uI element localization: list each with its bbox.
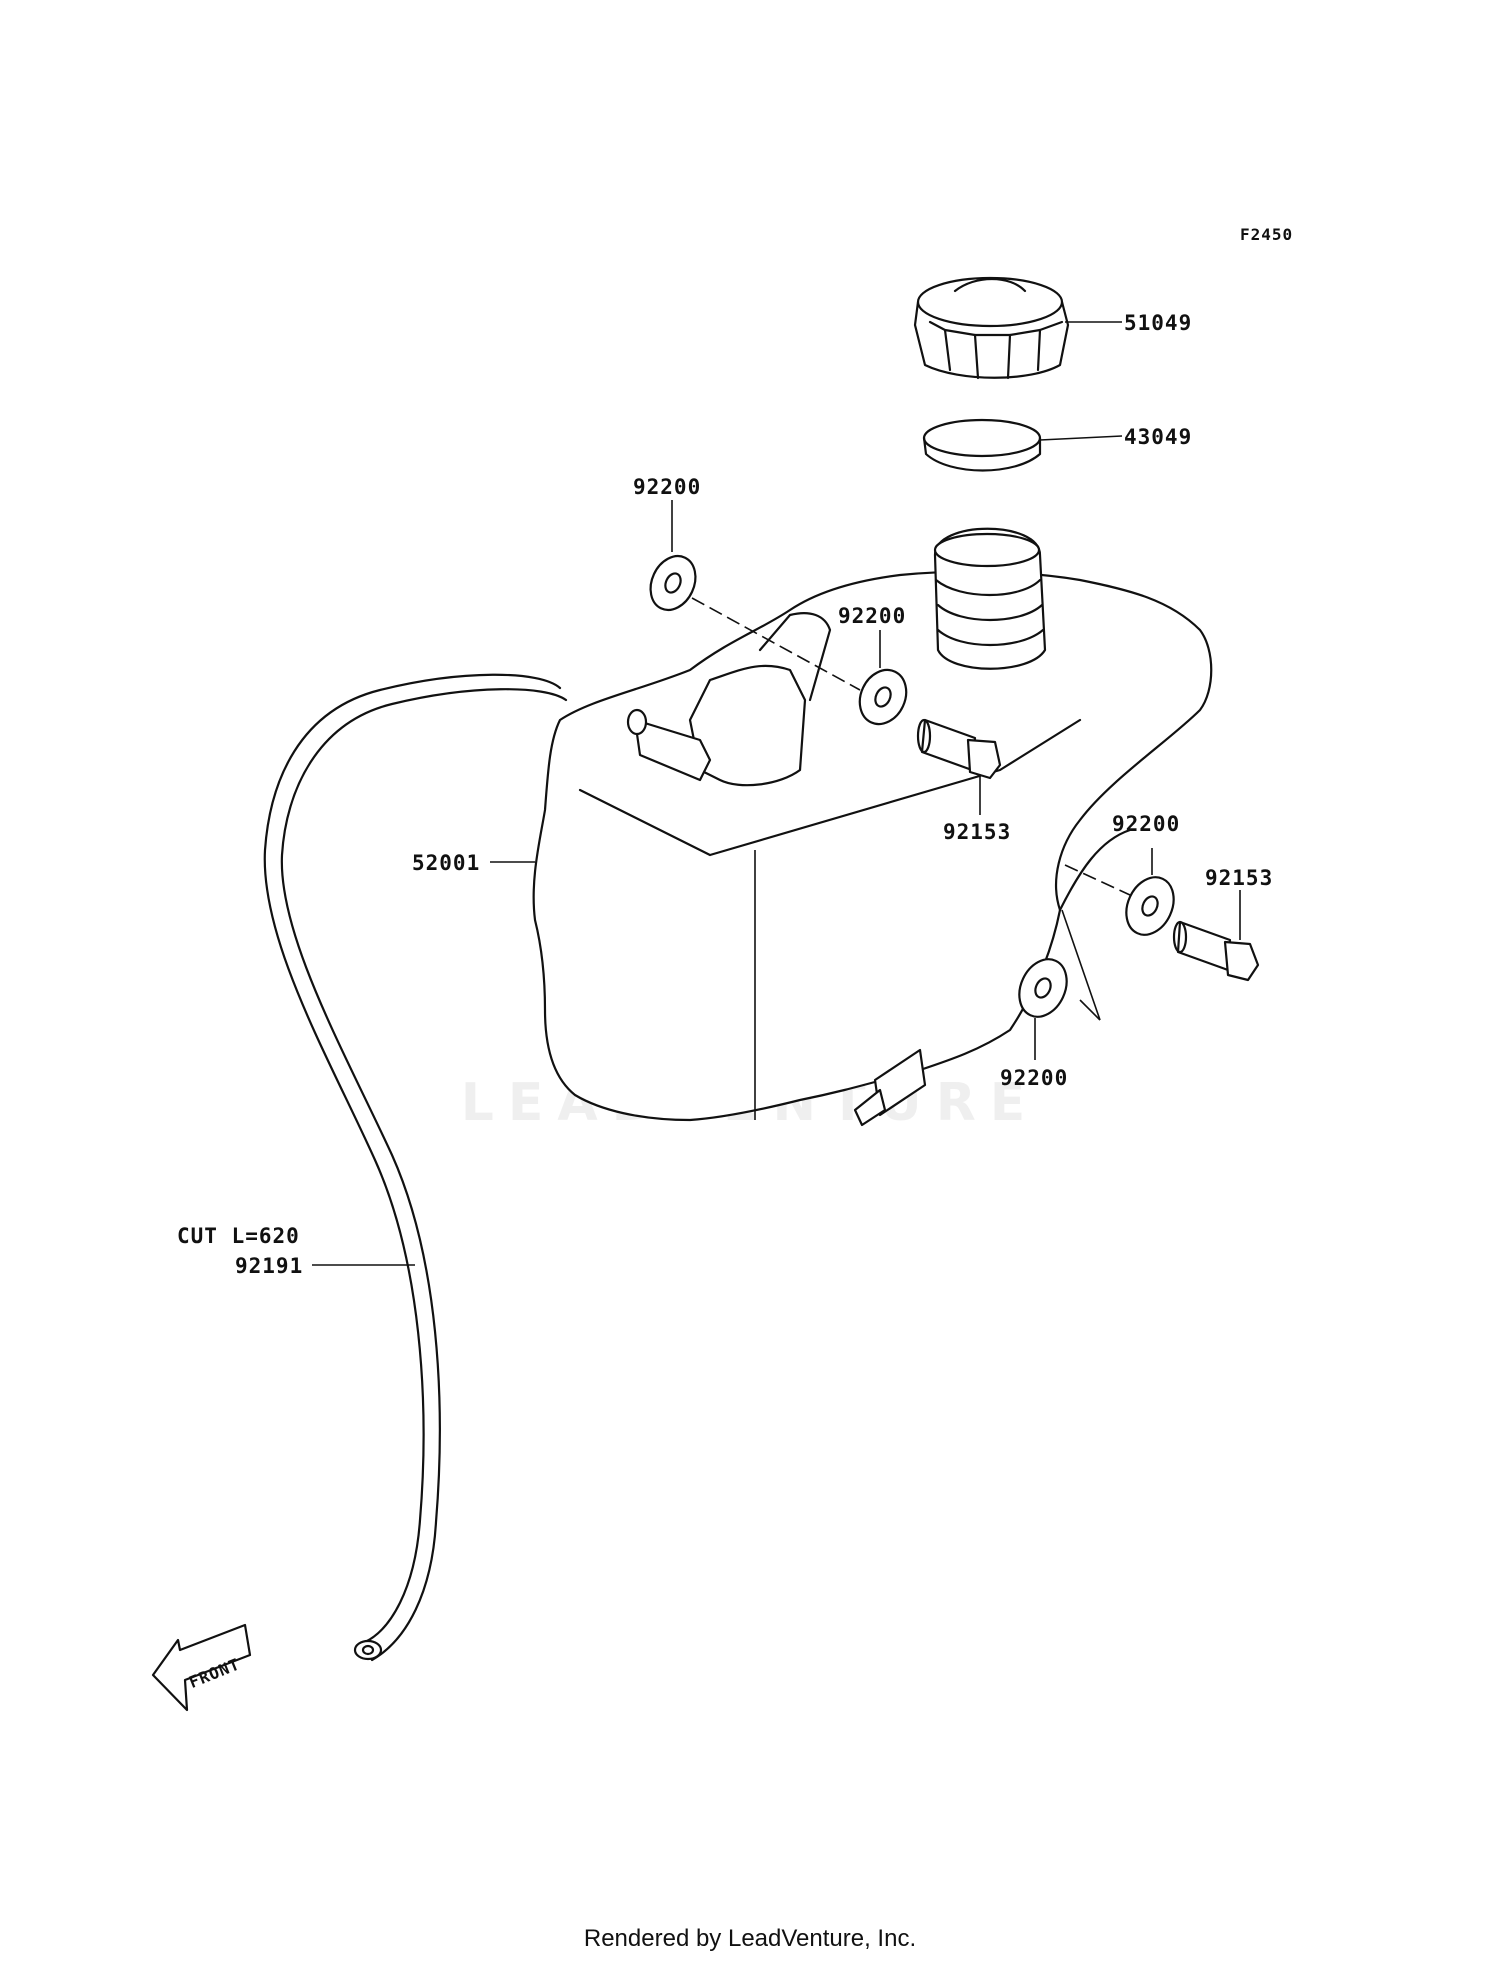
label-gasket: 43049 <box>1124 425 1192 449</box>
bracket-washer-bottom <box>1061 909 1101 1021</box>
label-washer-top-mid: 92200 <box>838 604 906 628</box>
front-arrow: FRONT <box>151 1623 252 1712</box>
fuel-cap[interactable] <box>913 276 1070 380</box>
bolt-top[interactable] <box>916 718 1002 780</box>
washer-top-left[interactable] <box>642 549 704 618</box>
washer-bottom[interactable] <box>1010 952 1075 1025</box>
footer-credit: Rendered by LeadVenture, Inc. <box>583 1925 917 1952</box>
label-bolt-right: 92153 <box>1205 866 1273 890</box>
cap-gasket[interactable] <box>922 418 1042 472</box>
label-tank: 52001 <box>412 851 480 875</box>
bolt-right[interactable] <box>1172 920 1260 982</box>
bracket-washer-bottom-2 <box>1079 999 1101 1021</box>
label-washer-right: 92200 <box>1112 812 1180 836</box>
axis-washer-top-left <box>691 597 861 691</box>
washer-top-mid[interactable] <box>851 662 915 731</box>
label-washer-top-left: 92200 <box>633 475 701 499</box>
hose-cut-note: CUT L=620 <box>177 1224 300 1248</box>
label-hose: 92191 <box>235 1254 303 1278</box>
label-cap: 51049 <box>1124 311 1192 335</box>
label-bolt-top: 92153 <box>943 820 1011 844</box>
leader-gasket <box>1039 435 1123 441</box>
label-washer-bottom: 92200 <box>1000 1066 1068 1090</box>
fuel-tank[interactable] <box>532 527 1213 1127</box>
diagram-id: F2450 <box>1240 225 1293 244</box>
axis-washer-right <box>1064 864 1131 896</box>
fuel-hose[interactable] <box>263 673 568 1662</box>
washer-right[interactable] <box>1117 870 1182 943</box>
